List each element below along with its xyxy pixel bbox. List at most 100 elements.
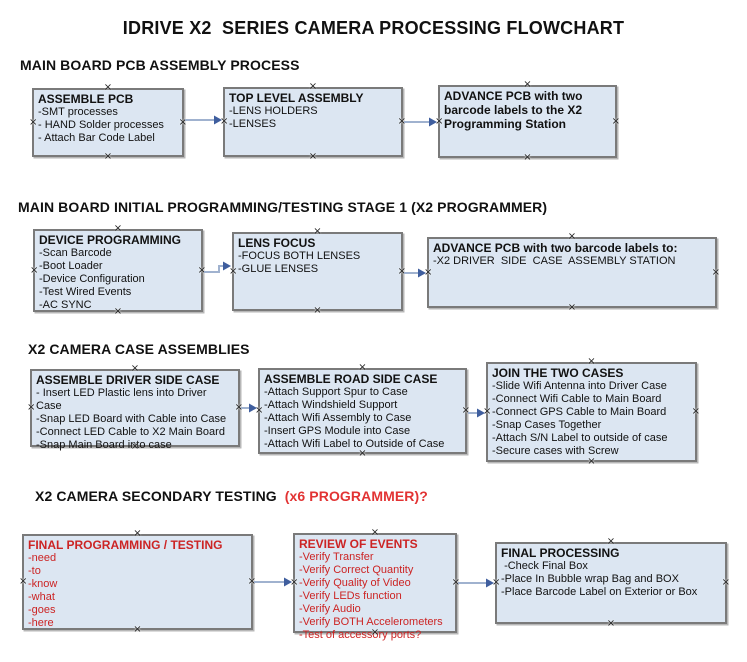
box-line: -Scan Barcode — [39, 247, 112, 259]
box-line: - Attach Bar Code Label — [38, 132, 155, 144]
flow-arrow — [204, 261, 231, 273]
section-heading-pcb-assembly: MAIN BOARD PCB ASSEMBLY PROCESS — [20, 57, 300, 73]
box-title: FINAL PROCESSING — [501, 546, 620, 560]
connection-point-icon: × — [397, 265, 406, 277]
box-line: -here — [28, 617, 54, 629]
box-line: -Insert GPS Module into Case — [264, 425, 411, 437]
box-title: ASSEMBLE DRIVER SIDE CASE — [36, 373, 220, 387]
connection-point-icon: × — [247, 576, 256, 587]
box-title: FINAL PROGRAMMING / TESTING — [28, 538, 223, 552]
box-line: -GLUE LENSES — [238, 263, 319, 275]
flow-box-final-programming-testing: FINAL PROGRAMMING / TESTING -need-to-kno… — [19, 529, 256, 635]
connection-point-icon: × — [290, 577, 299, 588]
connection-point-icon: × — [234, 402, 243, 413]
page-title: IDRIVE X2 SERIES CAMERA PROCESSING FLOWC… — [122, 18, 625, 38]
connection-point-icon: × — [103, 151, 113, 162]
connection-point-icon: × — [483, 406, 492, 417]
box-title: JOIN THE TWO CASES — [492, 366, 624, 380]
box-line: -SMT processes — [38, 106, 118, 118]
flow-box-review-of-events: REVIEW OF EVENTS -Verify Transfer-Verify… — [290, 528, 460, 642]
programmer-question-note: (x6 PROGRAMMER)? — [284, 488, 428, 504]
connection-point-icon: × — [178, 116, 187, 128]
box-lines: -Check Final Box-Place In Bubble wrap Ba… — [501, 560, 721, 599]
box-lines: -Slide Wifi Antenna into Driver Case-Con… — [492, 380, 691, 458]
box-line: -Test Wired Events — [39, 286, 132, 298]
box-title: LENS FOCUS — [238, 236, 316, 250]
box-line: -Snap Cases Together — [492, 419, 602, 431]
box-line: -to — [28, 565, 41, 577]
box-line: -Connect GPS Cable to Main Board — [492, 406, 667, 418]
box-line: -Connect LED Cable to X2 Main Board — [36, 426, 225, 438]
flow-arrow — [404, 117, 437, 127]
box-lines: -Scan Barcode-Boot Loader-Device Configu… — [39, 247, 197, 312]
flow-box-top-level-assembly: TOP LEVEL ASSEMBLY -LENS HOLDERS-LENSES … — [220, 82, 406, 162]
box-line: - Insert LED Plastic lens into Driver Ca… — [36, 387, 210, 412]
connection-point-icon: × — [397, 116, 406, 127]
box-line: -X2 DRIVER SIDE CASE ASSEMBLY STATION — [433, 255, 676, 267]
connection-point-icon: × — [611, 115, 620, 127]
box-line: -Attach Support Spur to Case — [264, 386, 408, 398]
connection-point-icon: × — [523, 152, 532, 163]
connection-point-icon: × — [197, 264, 206, 276]
flow-box-device-programming: DEVICE PROGRAMMING -Scan Barcode-Boot Lo… — [30, 224, 206, 317]
box-lines: -Verify Transfer-Verify Correct Quantity… — [299, 551, 451, 642]
connection-point-icon: × — [435, 115, 444, 127]
flow-arrow — [185, 115, 222, 125]
box-title: ASSEMBLE PCB — [38, 92, 134, 106]
connection-point-icon: × — [30, 264, 39, 276]
box-line: -Verify LEDs function — [299, 590, 402, 602]
flow-box-assemble-road-side-case: ASSEMBLE ROAD SIDE CASE -Attach Support … — [255, 363, 470, 459]
flow-box-advance-pcb-driver-side-station: ADVANCE PCB with two barcode labels to: … — [424, 232, 720, 313]
connection-point-icon: × — [451, 577, 460, 588]
box-line: -Verify Correct Quantity — [299, 564, 414, 576]
box-title: DEVICE PROGRAMMING — [39, 233, 182, 247]
flow-arrow — [458, 578, 494, 588]
secondary-testing-note — [277, 488, 285, 504]
box-line: -Connect Wifi Cable to Main Board — [492, 393, 662, 405]
box-line: -Check Final Box — [501, 560, 588, 572]
connection-point-icon: × — [606, 618, 616, 629]
box-line: -Device Configuration — [39, 273, 145, 285]
connection-point-icon: × — [255, 405, 264, 416]
section-heading-case-assemblies: X2 CAMERA CASE ASSEMBLIES — [28, 341, 250, 357]
flow-box-join-the-two-cases: JOIN THE TWO CASES -Slide Wifi Antenna i… — [483, 357, 700, 467]
box-line: -Attach Windshield Support — [264, 399, 398, 411]
box-lines: -SMT processes- HAND Solder processes- A… — [38, 106, 178, 145]
connection-point-icon: × — [711, 266, 720, 278]
box-lines: -need-to-know-what-goes-here — [28, 552, 247, 630]
box-line: -Verify Audio — [299, 603, 361, 615]
box-line: -Attach S/N Label to outside of case — [492, 432, 668, 444]
box-line: -Slide Wifi Antenna into Driver Case — [492, 380, 667, 392]
box-line: -LENS HOLDERS — [229, 105, 318, 117]
box-lines: -FOCUS BOTH LENSES-GLUE LENSES — [238, 250, 397, 276]
box-line: -Snap Main Board into case — [36, 439, 172, 451]
connection-point-icon: × — [27, 402, 36, 413]
flow-arrow — [404, 268, 426, 278]
connection-point-icon: × — [424, 266, 433, 278]
flow-arrow — [468, 408, 485, 418]
box-lines: -LENS HOLDERS-LENSES — [229, 105, 397, 131]
connection-point-icon: × — [461, 405, 470, 416]
section-heading-initial-programming: MAIN BOARD INITIAL PROGRAMMING/TESTING S… — [18, 199, 548, 215]
connection-point-icon: × — [691, 406, 700, 417]
connection-point-icon: × — [721, 577, 730, 588]
connection-point-icon: × — [313, 305, 322, 316]
box-line: -need — [28, 552, 57, 564]
box-line: -Test of accessory ports? — [299, 629, 422, 641]
box-line: -know — [28, 578, 58, 590]
flow-box-assemble-driver-side-case: ASSEMBLE DRIVER SIDE CASE - Insert LED P… — [27, 364, 243, 452]
box-line: -Place Barcode Label on Exterior or Box — [501, 586, 698, 598]
box-line: -Secure cases with Screw — [492, 445, 619, 457]
box-line: -Attach Wifi Label to Outside of Case — [264, 438, 445, 450]
box-lines: - Insert LED Plastic lens into Driver Ca… — [36, 387, 234, 452]
box-line: -goes — [28, 604, 56, 616]
flow-arrow — [241, 403, 257, 413]
box-line: -LENSES — [229, 118, 277, 130]
connection-point-icon: × — [220, 116, 229, 127]
connection-point-icon: × — [229, 265, 238, 277]
box-title: ADVANCE PCB with two barcode labels to t… — [444, 89, 586, 131]
section-heading-secondary-testing: X2 CAMERA SECONDARY TESTING (x6 PROGRAMM… — [35, 488, 428, 504]
secondary-testing-label: X2 CAMERA SECONDARY TESTING — [35, 488, 277, 504]
connection-point-icon: × — [308, 151, 318, 162]
